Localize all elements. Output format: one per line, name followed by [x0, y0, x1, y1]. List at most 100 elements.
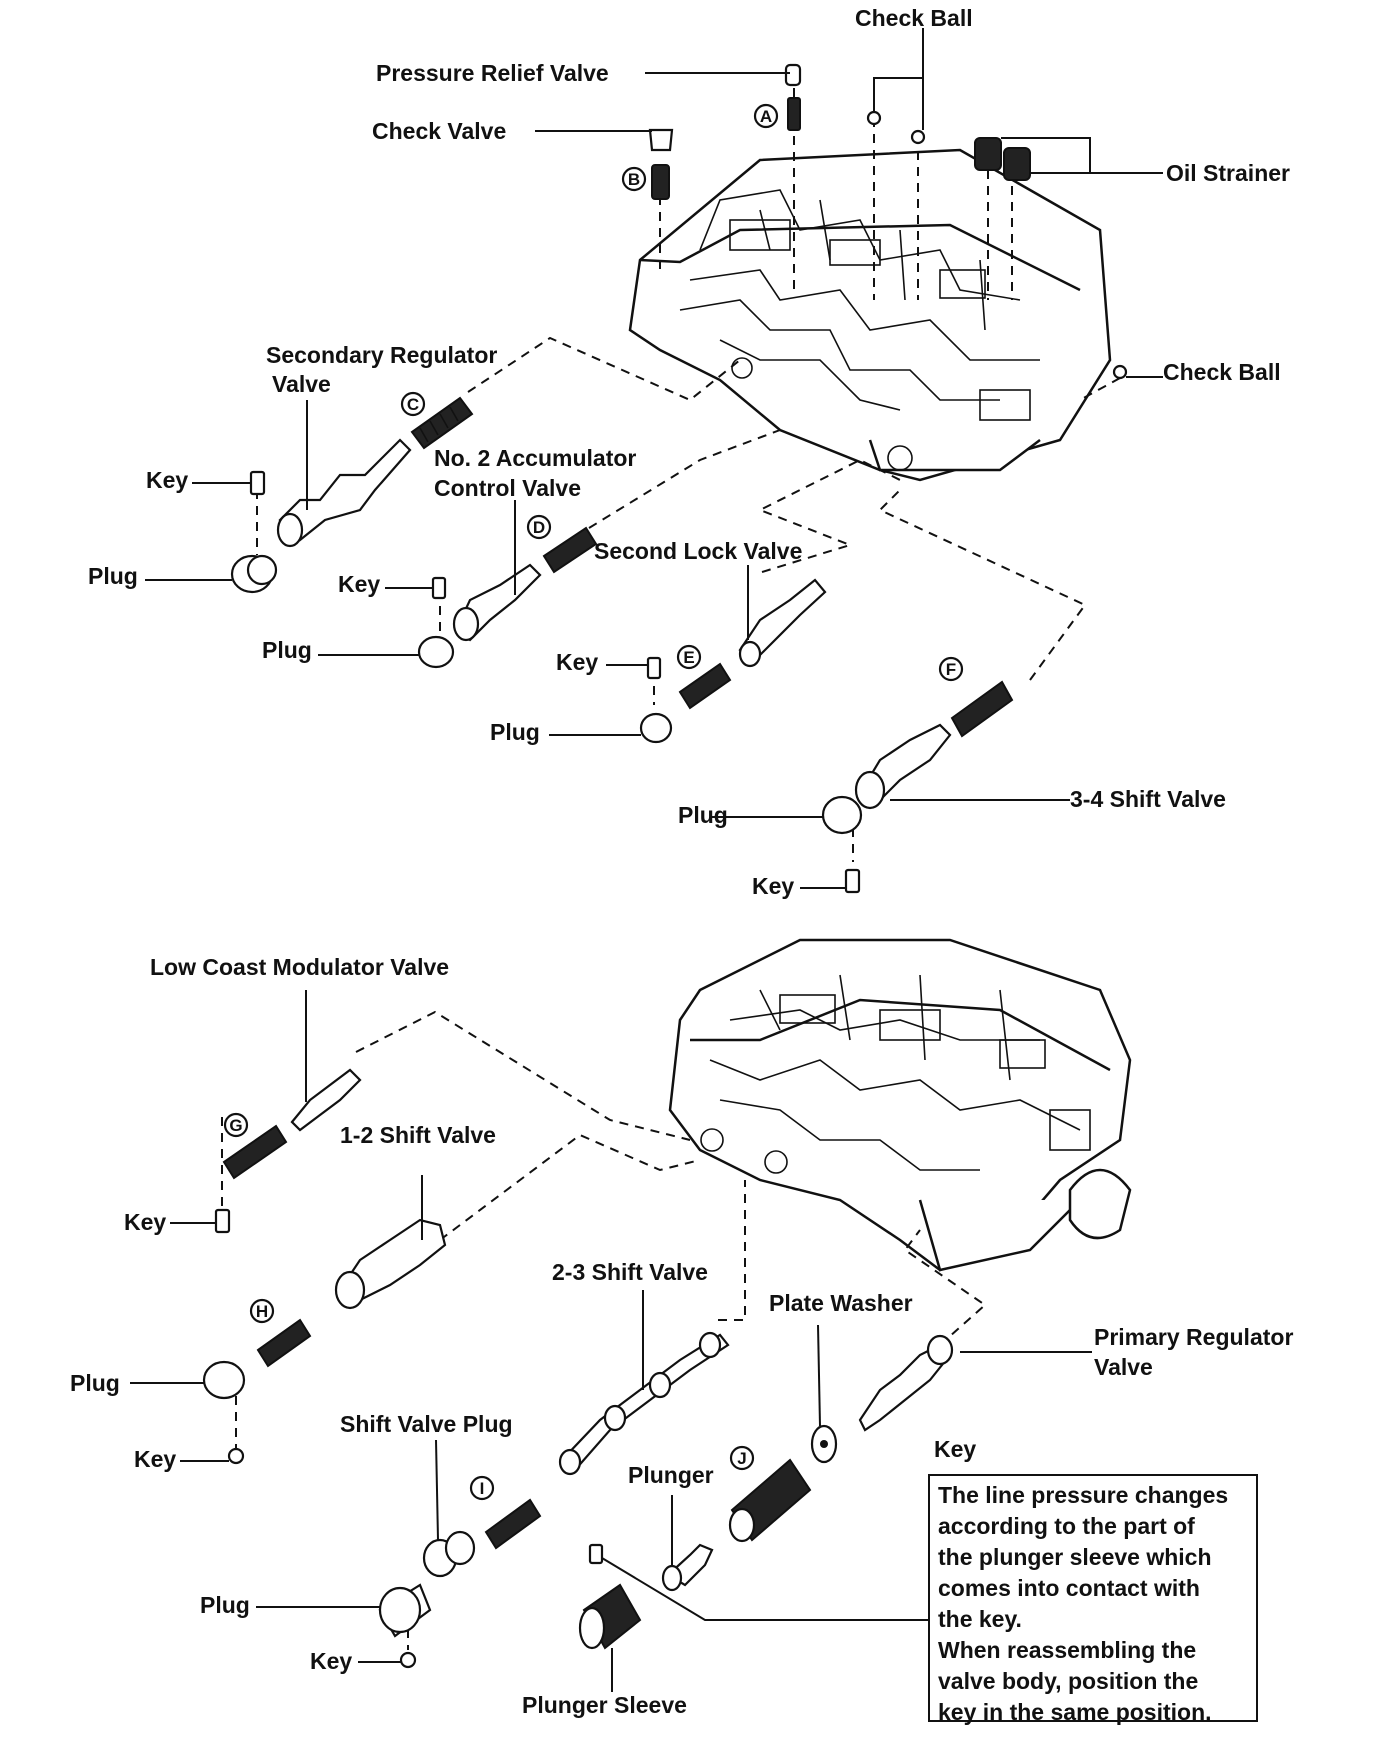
note-line: the key.: [938, 1606, 1022, 1632]
note-title: Key: [934, 1436, 977, 1462]
label-plate-washer: Plate Washer: [769, 1290, 913, 1316]
check-valve: [648, 128, 674, 200]
key-4: [844, 868, 861, 894]
label-primary-regulator-2: Valve: [1094, 1354, 1153, 1380]
plug-2: [417, 635, 455, 669]
label-no2-accumulator-2: Control Valve: [434, 475, 581, 501]
svg-text:B: B: [628, 170, 640, 189]
label-plug-4: Plug: [678, 802, 728, 828]
note-line: key in the same position.: [938, 1699, 1212, 1725]
label-plunger: Plunger: [628, 1462, 714, 1488]
shift-23-valve: [558, 1331, 730, 1476]
shift-12-valve: [334, 1218, 447, 1310]
low-coast-modulator-valve: [290, 1068, 362, 1132]
badge-h: H: [249, 1298, 275, 1324]
spring-d: [542, 526, 598, 574]
oil-strainer: [974, 137, 1031, 181]
lower-valve-body: [668, 938, 1132, 1272]
label-key-5: Key: [124, 1209, 166, 1235]
label-key-1: Key: [146, 467, 188, 493]
badge-a: A: [753, 103, 779, 129]
label-second-lock-valve: Second Lock Valve: [594, 538, 802, 564]
label-secondary-regulator-2: Valve: [272, 371, 331, 397]
note-box: The line pressure changes according to t…: [928, 1474, 1258, 1725]
label-shift-23-valve: 2-3 Shift Valve: [552, 1259, 708, 1285]
label-check-ball-right: Check Ball: [1163, 359, 1281, 385]
key-7: [399, 1651, 417, 1669]
spring-e: [678, 662, 732, 710]
label-plug-6: Plug: [200, 1592, 250, 1618]
badge-b: B: [621, 166, 647, 192]
badge-f: F: [938, 656, 964, 682]
svg-text:D: D: [533, 518, 545, 537]
no2-accumulator-control-valve: [452, 563, 542, 642]
note-line: the plunger sleeve which: [938, 1544, 1212, 1570]
upper-valve-body: [628, 148, 1112, 482]
secondary-regulator-valve: [276, 438, 412, 548]
key-3: [646, 656, 662, 680]
label-primary-regulator-1: Primary Regulator: [1094, 1324, 1293, 1350]
spring-i: [484, 1498, 542, 1550]
spring-g: [222, 1124, 288, 1180]
leader-lines: [130, 28, 1163, 1692]
label-oil-strainer: Oil Strainer: [1166, 160, 1290, 186]
label-key-3: Key: [556, 649, 598, 675]
label-shift-34-valve: 3-4 Shift Valve: [1070, 786, 1226, 812]
second-lock-valve: [738, 578, 827, 668]
spring-h: [256, 1318, 312, 1368]
label-key-6: Key: [134, 1446, 176, 1472]
label-check-valve: Check Valve: [372, 118, 506, 144]
badge-e: E: [676, 644, 702, 670]
plug-4: [821, 795, 863, 835]
label-secondary-regulator-1: Secondary Regulator: [266, 342, 497, 368]
svg-text:I: I: [480, 1479, 485, 1498]
part-labels: Check Ball Pressure Relief Valve Check V…: [70, 5, 1293, 1718]
plate-washer: [810, 1424, 838, 1464]
plunger: [661, 1543, 714, 1592]
plunger-sleeve: [578, 1583, 642, 1650]
plug-6: [378, 1583, 432, 1638]
badge-g: G: [223, 1112, 249, 1138]
label-key-2: Key: [338, 571, 380, 597]
plug-3: [639, 712, 673, 744]
note-line: valve body, position the: [938, 1668, 1199, 1694]
shift-34-valve: [854, 723, 952, 810]
badge-c: C: [400, 391, 426, 417]
label-plunger-sleeve: Plunger Sleeve: [522, 1692, 687, 1718]
plug-1: [230, 554, 278, 594]
label-shift-valve-plug: Shift Valve Plug: [340, 1411, 513, 1437]
label-plug-1: Plug: [88, 563, 138, 589]
key-plunger-sleeve: [588, 1543, 604, 1565]
pressure-relief-valve: [784, 63, 802, 131]
label-pressure-relief-valve: Pressure Relief Valve: [376, 60, 609, 86]
spring-letter-badges: A B C D E F G H I J: [223, 103, 964, 1501]
svg-text:A: A: [760, 107, 772, 126]
plug-5: [202, 1360, 246, 1400]
label-key-4: Key: [752, 873, 794, 899]
badge-i: I: [469, 1475, 495, 1501]
svg-text:H: H: [256, 1302, 268, 1321]
label-no2-accumulator-1: No. 2 Accumulator: [434, 445, 636, 471]
key-6: [227, 1447, 245, 1465]
key-2: [431, 576, 447, 600]
svg-text:F: F: [946, 660, 956, 679]
label-check-ball-top: Check Ball: [855, 5, 973, 31]
key-1: [249, 470, 266, 496]
primary-regulator-valve: [858, 1334, 954, 1432]
shift-valve-plug: [422, 1530, 476, 1578]
note-line: When reassembling the: [938, 1637, 1197, 1663]
label-plug-3: Plug: [490, 719, 540, 745]
check-ball-right-symbol: [1112, 364, 1128, 380]
key-5: [214, 1208, 231, 1234]
svg-text:C: C: [407, 395, 419, 414]
badge-d: D: [526, 514, 552, 540]
note-line: according to the part of: [938, 1513, 1195, 1539]
label-shift-12-valve: 1-2 Shift Valve: [340, 1122, 496, 1148]
badge-j: J: [729, 1445, 755, 1471]
svg-text:J: J: [737, 1449, 746, 1468]
spring-j: [728, 1458, 812, 1543]
svg-text:E: E: [683, 648, 694, 667]
svg-text:G: G: [229, 1116, 242, 1135]
spring-f: [950, 680, 1014, 738]
